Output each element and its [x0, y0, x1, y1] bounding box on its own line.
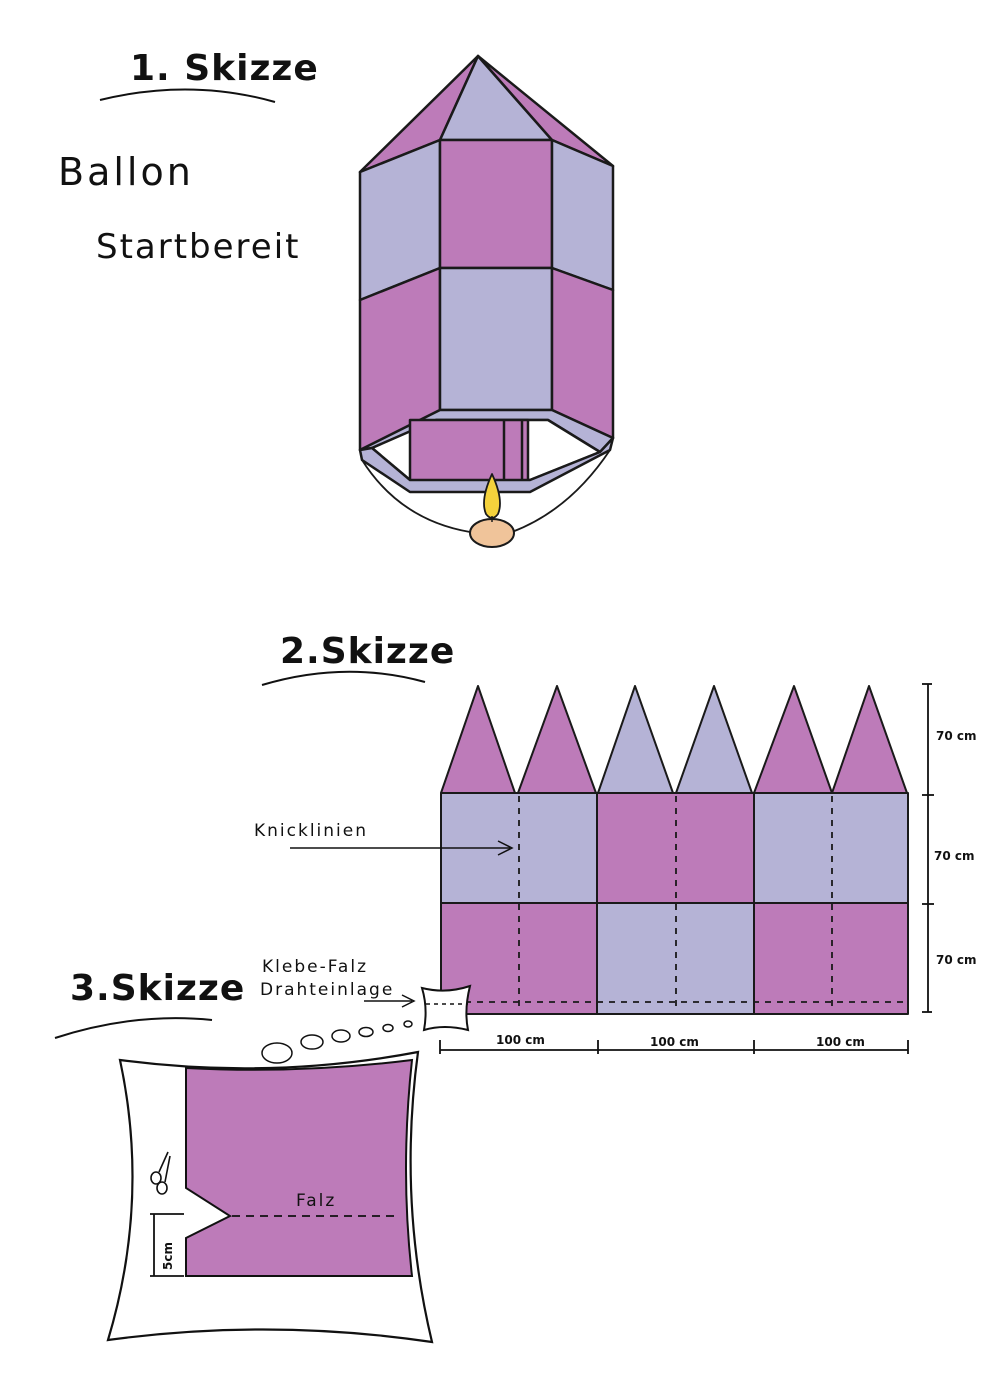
- sketch-3: 3.Skizze Falz 5cm: [54, 968, 434, 1344]
- klebefalz-label-line1: Klebe-Falz: [262, 957, 368, 977]
- scissors-blade-2: [164, 1155, 171, 1183]
- klebefalz-label-line2: Drahteinlage: [260, 980, 394, 1000]
- dimension-5cm: [150, 1213, 184, 1277]
- thought-bubble-4: [331, 1029, 351, 1043]
- scissors-handle-1: [150, 1171, 162, 1185]
- pattern-triangle-6: [831, 685, 908, 794]
- scissors-blade-1: [158, 1151, 169, 1173]
- sketch-2-underline: [261, 670, 426, 686]
- sketch-1: 1. Skizze Ballon Startbereit: [58, 48, 615, 548]
- thought-bubble-1: [403, 1020, 413, 1028]
- detail-magnifier: [420, 984, 472, 1032]
- balloon-lower-front: [438, 266, 554, 412]
- thought-bubble-3: [358, 1026, 374, 1038]
- width-dimensions: [439, 1040, 909, 1054]
- sketch-2: 2.Skizze Kni: [254, 631, 977, 1064]
- height-dimensions: [922, 683, 934, 1013]
- falz-label: Falz: [296, 1191, 336, 1211]
- balloon-back-panel: [408, 418, 530, 484]
- pattern-triangle-3: [597, 685, 674, 794]
- balloon-upper-front: [438, 138, 554, 270]
- sketch-1-heading: 1. Skizze: [130, 48, 319, 89]
- height-label-3: 70 cm: [936, 953, 977, 967]
- scissors-icon: [150, 1151, 171, 1195]
- pattern-triangle-5: [753, 685, 833, 794]
- height-label-2: 70 cm: [934, 849, 975, 863]
- height-label-1: 70 cm: [936, 729, 977, 743]
- sketch-3-heading: 3.Skizze: [70, 968, 245, 1009]
- sketch-1-underline: [99, 88, 276, 103]
- sketch-1-caption-line1: Ballon: [58, 150, 194, 194]
- knicklinien-label: Knicklinien: [254, 821, 368, 841]
- pattern-triangle-2: [517, 685, 597, 794]
- thought-bubble-2: [382, 1023, 394, 1033]
- detail-purple-panel: [185, 1058, 414, 1277]
- scissors-handle-2: [156, 1181, 168, 1195]
- pattern-middle-panel-3: [753, 792, 909, 904]
- dimension-5cm-label: 5cm: [161, 1242, 175, 1270]
- klebefalz-arrow-head: [401, 994, 416, 1008]
- balloon-lower-right: [550, 266, 615, 440]
- pattern-triangle-1: [440, 685, 516, 794]
- balloon-rim-front: [358, 436, 615, 494]
- thought-bubble-6: [261, 1042, 293, 1064]
- sketch-2-heading: 2.Skizze: [280, 631, 455, 672]
- knicklinien-arrow-head: [497, 840, 514, 856]
- fold-lines: [441, 796, 908, 1012]
- balloon-wire: [361, 459, 471, 533]
- width-label-1: 100 cm: [496, 1033, 545, 1047]
- sketch-1-caption-line2: Startbereit: [96, 227, 300, 267]
- balloon-upper-right: [550, 138, 615, 292]
- pattern-bottom-panel-3: [753, 902, 909, 1015]
- width-label-3: 100 cm: [816, 1035, 865, 1049]
- width-label-2: 100 cm: [650, 1035, 699, 1049]
- pattern-triangle-4: [675, 685, 753, 794]
- sketch-3-underline: [54, 1017, 213, 1039]
- thought-bubble-5: [300, 1034, 324, 1050]
- candle: [469, 518, 515, 548]
- unfolded-pattern: [440, 685, 909, 1015]
- balloon-drawing: [358, 54, 615, 548]
- balloon-wire-right: [511, 449, 611, 533]
